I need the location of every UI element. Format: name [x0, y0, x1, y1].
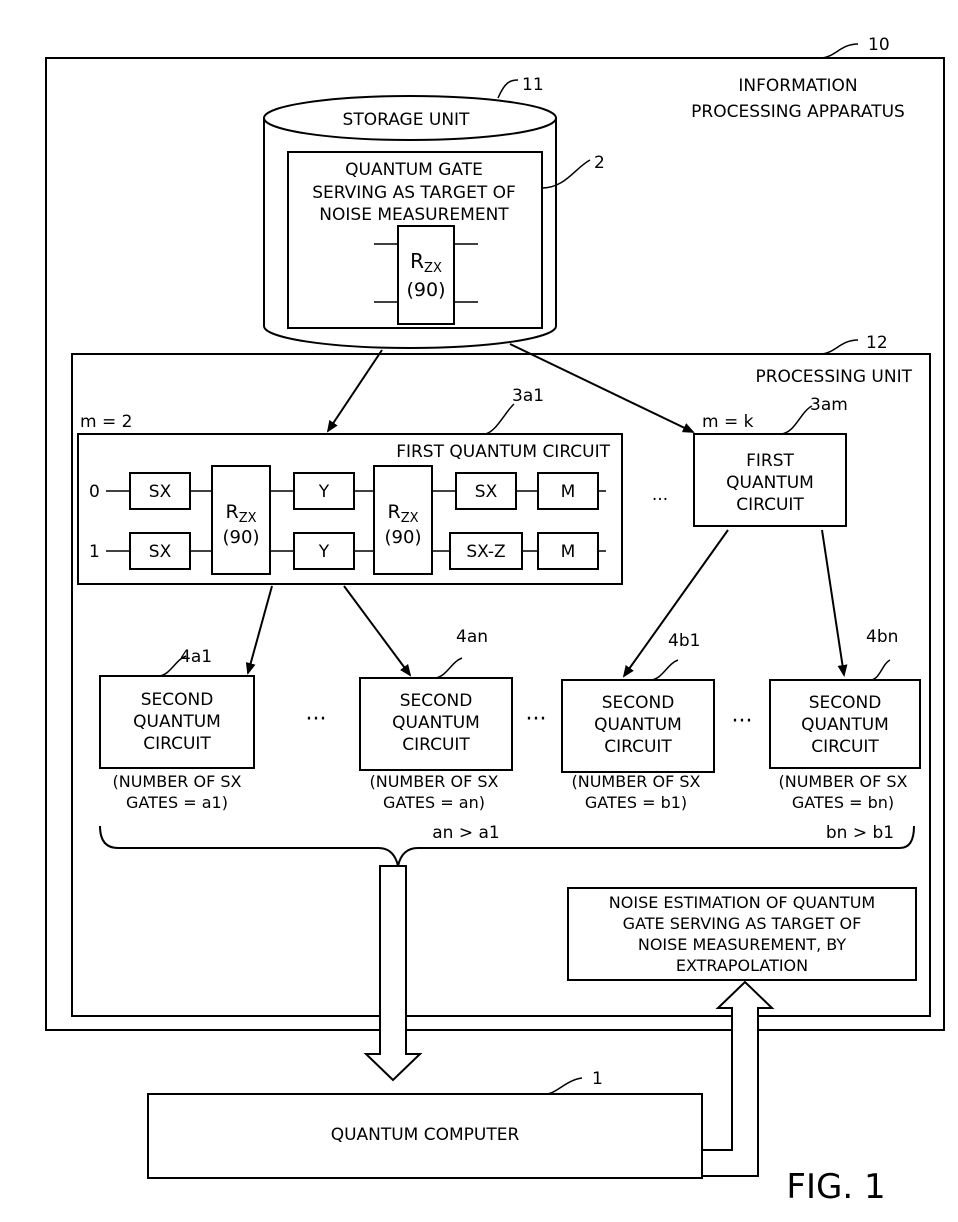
- gate-m-q1-label: M: [561, 542, 576, 562]
- gate-y-q0-label: Y: [318, 482, 330, 502]
- quantum-computer-ref: 1: [592, 1069, 603, 1089]
- second-quantum-circuit-4b1: 4b1 SECOND QUANTUM CIRCUIT (NUMBER OF SX…: [562, 631, 714, 812]
- circuit-k-line3: CIRCUIT: [736, 495, 804, 515]
- second-circuit-4a1-note2: GATES = a1): [126, 793, 228, 812]
- relation-a: an > a1: [432, 823, 499, 843]
- arrow-storage-to-circuit-a: [328, 350, 382, 431]
- arrow-to-4b1: [624, 530, 728, 676]
- second-quantum-circuit-4a1: 4a1 SECOND QUANTUM CIRCUIT (NUMBER OF SX…: [100, 647, 254, 812]
- quantum-computer-label: QUANTUM COMPUTER: [331, 1125, 520, 1145]
- first-quantum-circuit-k: m = k 3am FIRST QUANTUM CIRCUIT: [694, 395, 848, 526]
- noise-estimation-line2: GATE SERVING AS TARGET OF: [623, 914, 862, 933]
- processing-title: PROCESSING UNIT: [755, 367, 912, 387]
- second-circuit-4an-note2: GATES = an): [383, 793, 485, 812]
- ellipsis-circuits: ···: [652, 490, 668, 510]
- gate-m-q0-label: M: [561, 482, 576, 502]
- second-circuit-4a1-line2: QUANTUM: [133, 712, 221, 732]
- second-circuit-4b1-line1: SECOND: [602, 693, 675, 713]
- target-gate-line2: SERVING AS TARGET OF: [312, 183, 516, 203]
- quantum-computer: 1 QUANTUM COMPUTER: [148, 1069, 702, 1178]
- second-circuit-4bn-line2: QUANTUM: [801, 715, 889, 735]
- gate-sx-q0-label: SX: [149, 482, 172, 502]
- storage-ref: 11: [522, 75, 544, 95]
- circuit-a-ref: 3a1: [512, 386, 544, 406]
- gate-rzx-1-param: (90): [223, 527, 260, 548]
- qubit-1-label: 1: [89, 542, 100, 562]
- processing-ref: 12: [866, 333, 888, 353]
- circuit-k-line1: FIRST: [746, 451, 794, 471]
- gate-rzx-2-param: (90): [385, 527, 422, 548]
- target-gate-line1: QUANTUM GATE: [345, 160, 483, 180]
- second-circuit-4a1-ref: 4a1: [180, 647, 212, 667]
- ellipsis-4an-4b1: ···: [526, 707, 547, 732]
- second-circuit-4bn-note2: GATES = bn): [792, 793, 894, 812]
- second-circuit-4b1-note1: (NUMBER OF SX: [571, 772, 700, 791]
- relation-b: bn > b1: [826, 823, 894, 843]
- circuit-a-m-label: m = 2: [80, 412, 132, 432]
- second-circuit-4an-ref: 4an: [456, 627, 488, 647]
- second-circuit-4bn-ref: 4bn: [866, 627, 898, 647]
- second-circuit-4bn-note1: (NUMBER OF SX: [778, 772, 907, 791]
- circuit-k-m-label: m = k: [702, 412, 754, 432]
- apparatus-ref: 10: [868, 35, 890, 55]
- second-circuit-4an-line2: QUANTUM: [392, 713, 480, 733]
- storage-title: STORAGE UNIT: [343, 110, 471, 130]
- result-return-arrow: [702, 982, 772, 1176]
- second-circuit-4b1-note2: GATES = b1): [585, 793, 687, 812]
- figure-label: FIG. 1: [786, 1167, 885, 1207]
- target-gate-box: 2 QUANTUM GATE SERVING AS TARGET OF NOIS…: [288, 152, 605, 328]
- second-circuit-4bn-line3: CIRCUIT: [811, 737, 879, 757]
- second-quantum-circuit-4an: 4an SECOND QUANTUM CIRCUIT (NUMBER OF SX…: [360, 627, 512, 812]
- second-circuit-4an-line3: CIRCUIT: [402, 735, 470, 755]
- ellipsis-4a: ···: [306, 707, 327, 732]
- second-circuit-4an-note1: (NUMBER OF SX: [369, 772, 498, 791]
- circuit-k-ref: 3am: [810, 395, 848, 415]
- ellipsis-4b: ···: [732, 709, 753, 734]
- qubit-0-label: 0: [89, 482, 100, 502]
- second-circuit-4bn-line1: SECOND: [809, 693, 882, 713]
- circuit-k-line2: QUANTUM: [726, 473, 814, 493]
- second-circuit-4a1-note1: (NUMBER OF SX: [112, 772, 241, 791]
- noise-estimation-line4: EXTRAPOLATION: [676, 956, 808, 975]
- arrow-to-4bn: [822, 530, 844, 675]
- arrow-to-4an: [344, 586, 410, 675]
- apparatus-title-line2: PROCESSING APPARATUS: [691, 102, 905, 122]
- storage-unit: 11 STORAGE UNIT 2 QUANTUM GATE SERVING A…: [264, 75, 605, 348]
- second-circuit-4b1-line2: QUANTUM: [594, 715, 682, 735]
- circuit-a-title: FIRST QUANTUM CIRCUIT: [396, 442, 610, 462]
- second-circuit-4b1-line3: CIRCUIT: [604, 737, 672, 757]
- second-circuit-4a1-line1: SECOND: [141, 690, 214, 710]
- noise-estimation-line1: NOISE ESTIMATION OF QUANTUM: [609, 893, 875, 912]
- second-quantum-circuit-4bn: 4bn SECOND QUANTUM CIRCUIT (NUMBER OF SX…: [770, 627, 920, 812]
- gate-sx-q1-label: SX: [149, 542, 172, 562]
- noise-estimation-box: NOISE ESTIMATION OF QUANTUM GATE SERVING…: [568, 888, 916, 980]
- gate-sxz-q1-label: SX-Z: [466, 542, 505, 562]
- second-circuit-4a1-line3: CIRCUIT: [143, 734, 211, 754]
- first-quantum-circuit-a: m = 2 3a1 FIRST QUANTUM CIRCUIT 0 1 SX Y…: [78, 386, 622, 584]
- grouping-brace: [100, 826, 914, 866]
- rzx-gate-param: (90): [406, 279, 445, 301]
- gate-y-q1-label: Y: [318, 542, 330, 562]
- send-circuits-arrow: [366, 866, 420, 1080]
- noise-estimation-line3: NOISE MEASUREMENT, BY: [638, 935, 847, 954]
- arrow-to-4a1: [248, 586, 272, 673]
- gate-sx-q0-b-label: SX: [475, 482, 498, 502]
- apparatus-title-line1: INFORMATION: [738, 76, 857, 96]
- second-circuit-4an-line1: SECOND: [400, 691, 473, 711]
- target-gate-line3: NOISE MEASUREMENT: [319, 205, 509, 225]
- second-circuit-4b1-ref: 4b1: [668, 631, 700, 651]
- target-gate-ref: 2: [594, 153, 605, 173]
